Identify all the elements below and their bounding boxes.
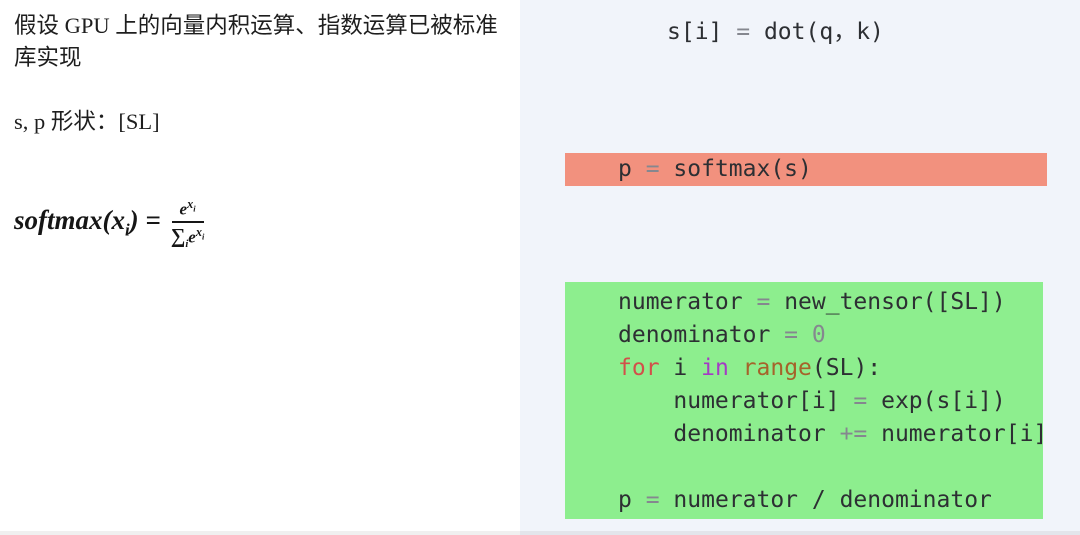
softmax-formula: softmax(xi) = exi ∑iexi bbox=[14, 196, 514, 250]
bottom-edge-shade bbox=[0, 531, 1080, 535]
code-line bbox=[565, 451, 1043, 484]
code-line: p = softmax(s) bbox=[618, 156, 812, 182]
code-line: for i in range(SL): bbox=[618, 355, 882, 381]
code-line: numerator[i] = exp(s[i]) bbox=[618, 388, 1006, 414]
code-line-dot-product: s[i] = dot(q，k) bbox=[667, 16, 884, 49]
softmax-call-highlight: p = softmax(s) bbox=[565, 153, 1047, 186]
left-notes: 假设 GPU 上的向量内积运算、指数运算已被标准库实现 s, p 形状：[SL]… bbox=[14, 10, 514, 250]
formula-numerator: exi bbox=[171, 197, 204, 224]
sum-symbol: ∑ bbox=[170, 225, 186, 248]
formula-denominator: ∑iexi bbox=[170, 225, 205, 251]
shape-note: s, p 形状：[SL] bbox=[14, 108, 160, 134]
formula-fraction: exi ∑iexi bbox=[171, 197, 205, 251]
loop-implementation-highlight: numerator = new_tensor([SL]) denominator … bbox=[565, 282, 1048, 519]
assumption-text: 假设 GPU 上的向量内积运算、指数运算已被标准库实现 bbox=[14, 13, 498, 70]
formula-lhs: softmax(xi) = bbox=[14, 205, 161, 240]
code-line: denominator += numerator[i] bbox=[618, 421, 1048, 447]
code-line: p = numerator / denominator bbox=[618, 487, 992, 513]
code-panel: s[i] = dot(q，k) p = softmax(s) numerator… bbox=[520, 0, 1080, 535]
code-line: s[i] = dot(q，k) bbox=[667, 19, 884, 45]
code-line: numerator = new_tensor([SL]) bbox=[618, 289, 1006, 315]
code-line: denominator = 0 bbox=[618, 322, 826, 348]
